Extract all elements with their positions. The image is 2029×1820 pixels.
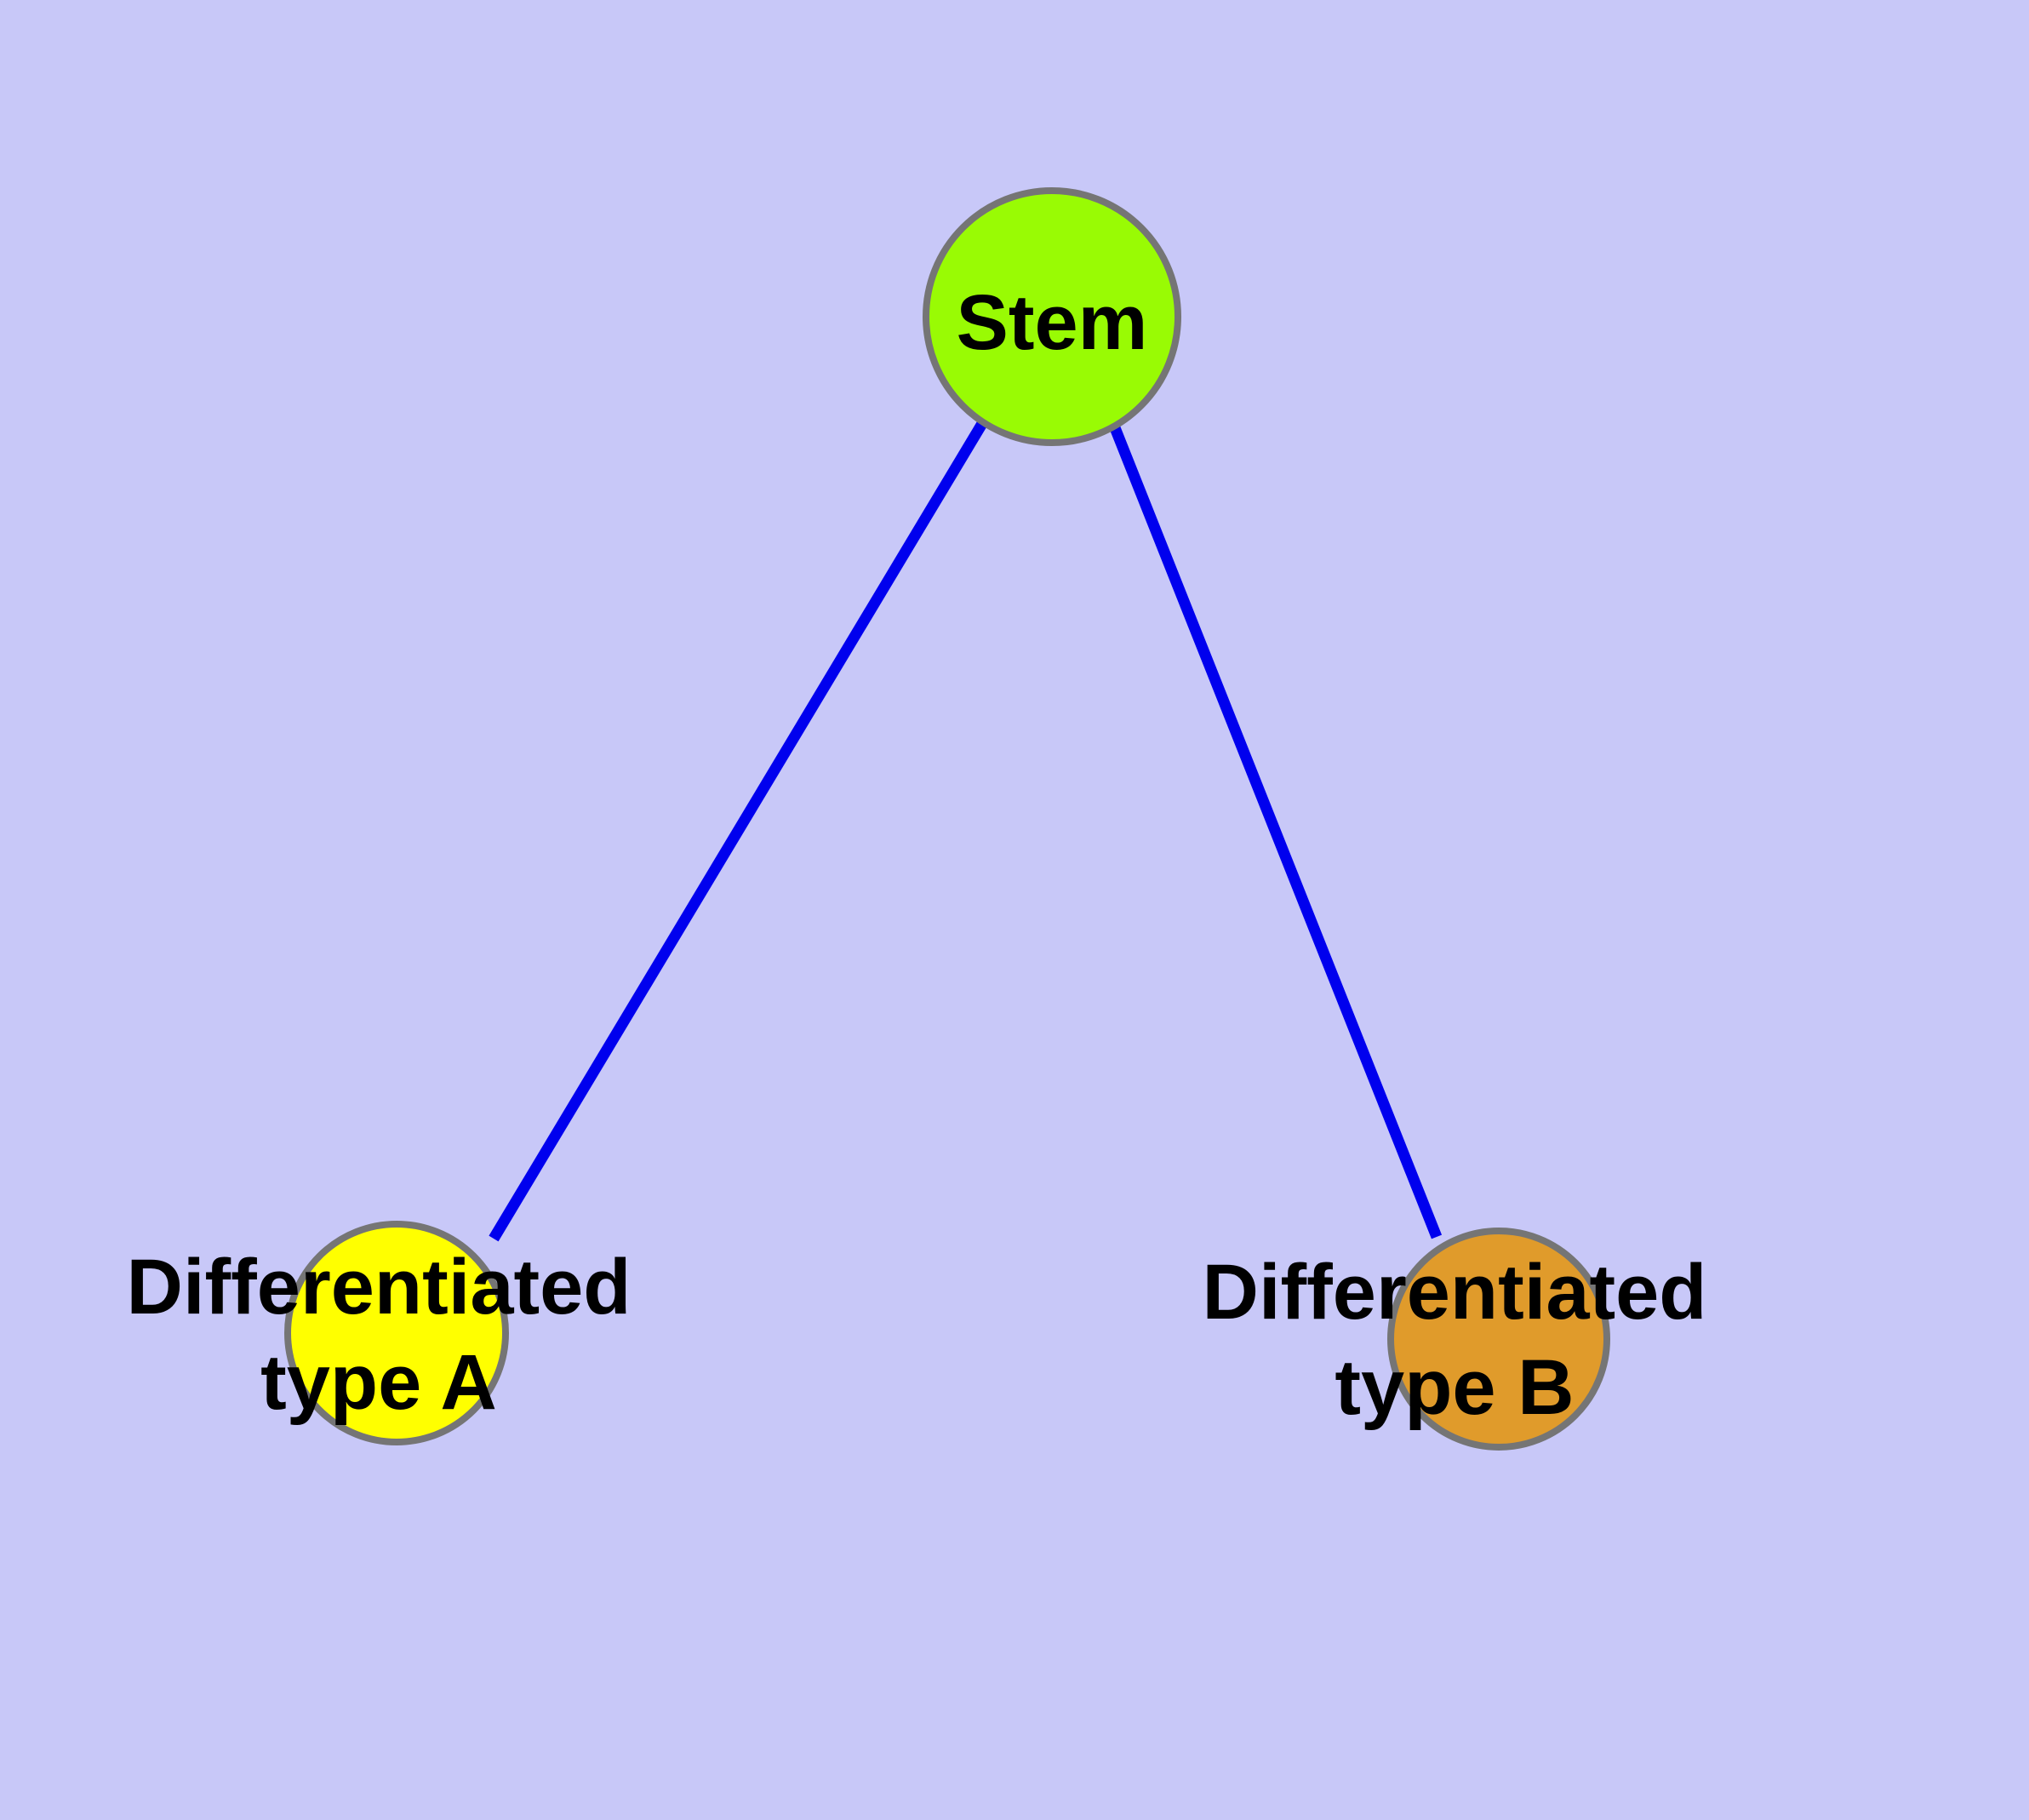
label-line: Stem [957,279,1148,366]
edge-layer [489,419,1443,1242]
label-line: type B [1335,1344,1574,1431]
differentiated-type-b-node[interactable] [1387,1228,1610,1451]
label-line: Differentiated [1203,1249,1707,1336]
stem-cell-label: Stem [957,279,1148,366]
label-line: type A [260,1339,497,1426]
differentiated-type-a-node[interactable] [284,1221,509,1445]
node-layer [284,187,1610,1451]
edge-stem-to-differentiated-type-a[interactable] [489,419,988,1242]
edge-stem-to-differentiated-type-b[interactable] [1108,423,1443,1239]
stem-cell-node[interactable] [923,187,1181,446]
label-line: Differentiated [127,1244,632,1331]
